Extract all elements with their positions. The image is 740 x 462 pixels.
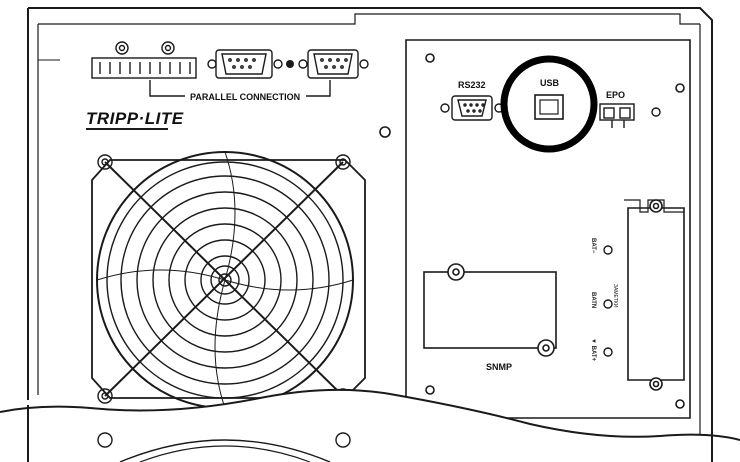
panel-screw [379, 126, 391, 138]
usb-highlight-ring [500, 55, 598, 153]
screw-dot [286, 60, 294, 68]
parallel-db9-connector-1 [207, 49, 283, 79]
usb-port [500, 55, 598, 153]
parallel-db9-connector-2 [298, 49, 369, 97]
vertical-small-label: ЗАМЕТКИ [612, 284, 618, 308]
snmp-slot [423, 263, 557, 357]
battery-expansion-slot [624, 199, 685, 391]
snmp-label: SNMP [486, 362, 512, 372]
cooling-fan [91, 151, 366, 409]
usb-label: USB [540, 78, 560, 88]
interface-panel [405, 39, 691, 419]
cutaway-edge [0, 388, 740, 462]
ups-housing [27, 7, 713, 440]
bat-minus-label: BAT− [590, 238, 596, 254]
epo-connector [599, 103, 661, 128]
battery-terminals [603, 245, 613, 357]
epo-label: EPO [606, 90, 625, 100]
bat-n-label: BATN [590, 292, 596, 308]
parallel-connection-label: PARALLEL CONNECTION [190, 92, 300, 102]
rs232-label: RS232 [458, 80, 486, 90]
bat-plus-label: ▼ BAT+ [590, 338, 596, 361]
parallel-terminal-block [91, 41, 197, 97]
tripp-lite-logo: TRIPP·LITE [86, 109, 184, 130]
svg-text:TRIPP·LITE: TRIPP·LITE [86, 109, 184, 128]
rs232-port [440, 95, 504, 121]
